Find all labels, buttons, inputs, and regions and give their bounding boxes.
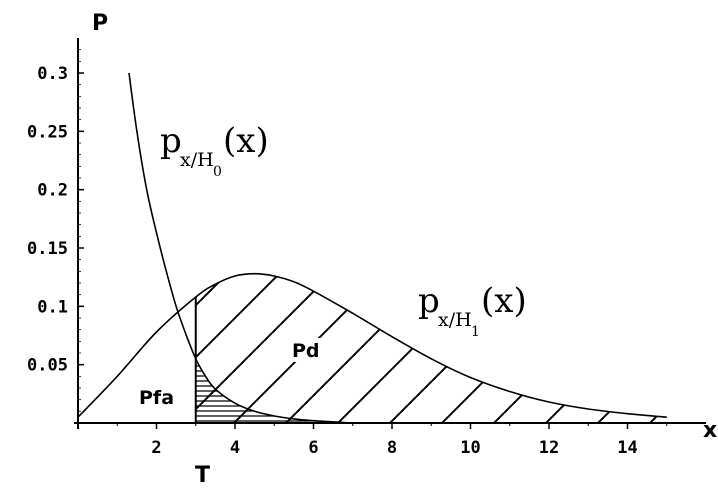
x-tick-label: 4 — [230, 438, 240, 458]
pd-hatch — [0, 133, 718, 433]
h0-label-arg: (x) — [223, 121, 269, 161]
pd-hatch-line — [535, 273, 667, 423]
pd-hatch-line — [0, 133, 4, 433]
curve-h1 — [77, 272, 667, 418]
pd-hatch-line — [587, 273, 667, 423]
curve-h0 — [128, 72, 353, 424]
y-tick-label: 0.25 — [27, 122, 68, 142]
y-ticks: 0.05 0.1 0.15 0.2 0.25 0.3 — [27, 49, 84, 412]
threshold-label: T — [195, 463, 210, 488]
pd-hatch-line — [431, 273, 667, 423]
x-tick-label: 2 — [151, 438, 161, 458]
y-tick-label: 0.3 — [37, 64, 68, 84]
h1-label-sub: x/H — [438, 309, 472, 331]
pd-label-bg — [288, 338, 326, 362]
pd-hatch-line — [0, 133, 56, 433]
pd-label: Pd — [292, 340, 320, 362]
x-tick-label: 10 — [460, 438, 480, 458]
pfa-label: Pfa — [139, 387, 174, 409]
x-tick-label: 14 — [617, 438, 637, 458]
pd-hatch-line — [195, 273, 421, 423]
pfa-hatch — [195, 360, 353, 422]
pd-hatch-line — [195, 273, 265, 423]
pd-hatch-line — [692, 133, 718, 433]
y-axis-label: P — [92, 11, 108, 36]
pd-hatch-line — [0, 133, 108, 433]
h0-label-sub: x/H — [180, 149, 214, 171]
y-tick-label: 0.2 — [37, 181, 68, 201]
x-axis-label: x — [703, 418, 717, 443]
h1-label-main: p — [418, 281, 440, 321]
y-tick-label: 0.15 — [27, 239, 68, 259]
pd-hatch-line — [639, 273, 667, 423]
h1-label-arg: (x) — [481, 281, 527, 321]
x-ticks: 2 4 6 8 10 12 14 — [116, 423, 668, 458]
x-tick-label: 6 — [308, 438, 318, 458]
h0-label-subsub: 0 — [213, 164, 222, 180]
h0-label-main: p — [160, 121, 182, 161]
h1-label: p x/H 1 (x) — [418, 281, 527, 340]
h1-label-subsub: 1 — [471, 324, 480, 340]
h0-label: p x/H 0 (x) — [160, 121, 269, 180]
x-tick-label: 12 — [539, 438, 559, 458]
y-tick-label: 0.05 — [27, 356, 68, 376]
x-tick-label: 8 — [387, 438, 397, 458]
y-tick-label: 0.1 — [37, 297, 68, 317]
